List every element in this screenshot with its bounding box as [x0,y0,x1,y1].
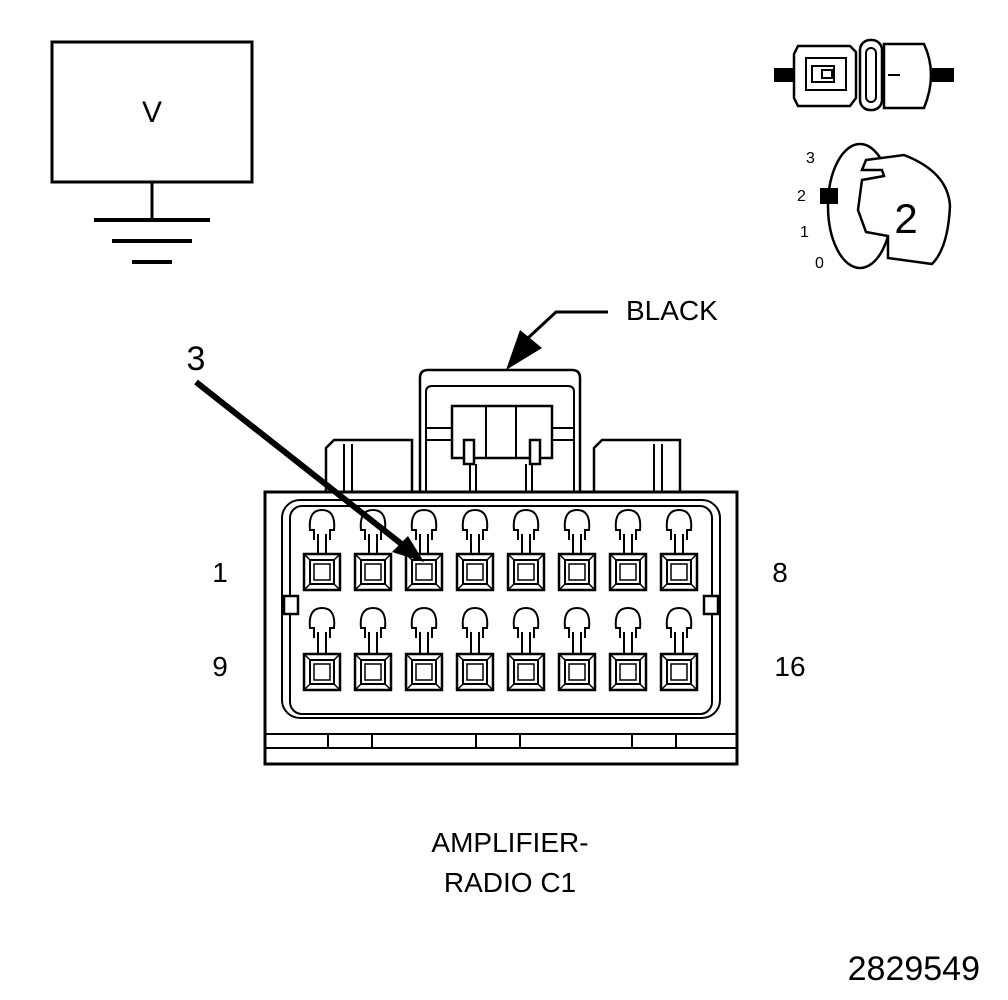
terminal-cavity-16 [659,606,699,692]
voltmeter-symbol: V [50,40,254,264]
connector-mate-icon [774,38,954,112]
terminal-cavity-14 [557,606,597,692]
terminal-cavity-3 [404,508,444,592]
terminal-cavity-12 [455,606,495,692]
ground-icon [94,182,210,264]
pin-callout: 3 [187,340,424,562]
connector-name-line1: AMPLIFIER- [431,827,588,858]
terminal-cavity-6 [557,508,597,592]
terminal-cavity-13 [506,606,546,692]
terminal-cavity-8 [659,508,699,592]
key-position-1: 1 [800,224,809,241]
terminal-cavities [302,508,699,692]
terminal-cavity-9 [302,606,342,692]
key-selected-position: 2 [894,195,917,242]
callout-pin-number: 3 [187,340,206,378]
terminal-cavity-1 [302,508,342,592]
row1-left-pin-label: 1 [212,557,228,588]
connector-name-line2: RADIO C1 [444,867,576,898]
color-callout: BLACK [506,295,718,370]
ignition-key-icon: 3 2 1 0 2 [797,142,952,272]
key-position-indicator [820,188,838,204]
voltmeter-label: V [142,96,162,129]
terminal-cavity-5 [506,508,546,592]
terminal-cavity-11 [404,606,444,692]
row2-left-pin-label: 9 [212,651,228,682]
key-position-0: 0 [815,255,824,272]
row2-right-pin-label: 16 [774,651,805,682]
terminal-cavity-15 [608,606,648,692]
connector-color-label: BLACK [626,295,718,326]
figure-number: 2829549 [848,950,980,988]
terminal-cavity-10 [353,606,393,692]
row1-right-pin-label: 8 [772,557,788,588]
key-position-3: 3 [806,150,815,167]
terminal-cavity-4 [455,508,495,592]
connector-housing [263,368,739,766]
voltmeter-box [50,40,254,184]
terminal-cavity-7 [608,508,648,592]
key-position-2: 2 [797,188,806,205]
